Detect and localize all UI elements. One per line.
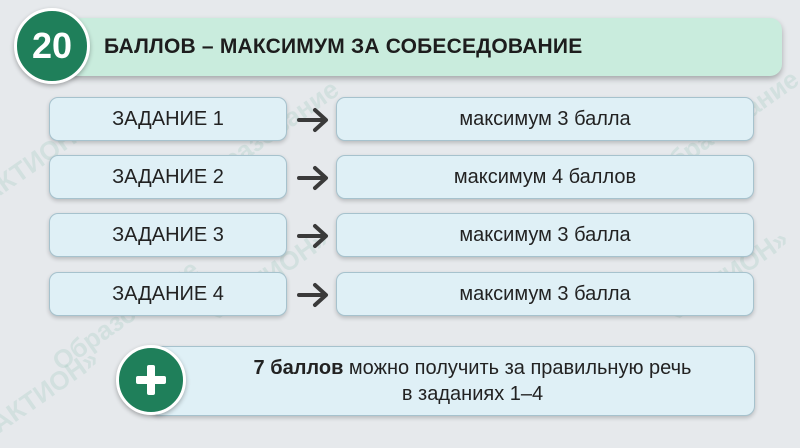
task-label-3: ЗАДАНИЕ 3: [49, 213, 287, 257]
watermark-brand-3: «АКТИОН»: [0, 343, 104, 447]
task-score-3: максимум 3 балла: [336, 213, 754, 257]
plus-icon: [116, 345, 186, 415]
bonus-text: можно получить за правильную речь: [343, 357, 692, 379]
bonus-line-2: в заданиях 1–4: [401, 383, 544, 405]
task-score-4: максимум 3 балла: [336, 272, 754, 316]
points-badge: 20: [14, 8, 90, 84]
page-title: БАЛЛОВ – МАКСИМУМ ЗА СОБЕСЕДОВАНИЕ: [104, 35, 583, 58]
right-arrow-icon: [297, 108, 328, 132]
task-score-2: максимум 4 баллов: [336, 155, 754, 199]
task-label-2: ЗАДАНИЕ 2: [49, 155, 287, 199]
task-label-1: ЗАДАНИЕ 1: [49, 97, 287, 141]
bonus-line-1: 7 баллов можно получить за правильную ре…: [191, 355, 754, 381]
header-banner: [64, 18, 782, 76]
task-row: ЗАДАНИЕ 1 максимум 3 балла: [0, 97, 800, 141]
task-row: ЗАДАНИЕ 3 максимум 3 балла: [0, 213, 800, 257]
bonus-note: 7 баллов можно получить за правильную ре…: [150, 346, 755, 416]
bonus-points: 7 баллов: [253, 357, 344, 379]
right-arrow-icon: [297, 283, 328, 307]
right-arrow-icon: [297, 166, 328, 190]
task-row: ЗАДАНИЕ 4 максимум 3 балла: [0, 272, 800, 316]
task-row: ЗАДАНИЕ 2 максимум 4 баллов: [0, 155, 800, 199]
task-score-1: максимум 3 балла: [336, 97, 754, 141]
task-label-4: ЗАДАНИЕ 4: [49, 272, 287, 316]
right-arrow-icon: [297, 224, 328, 248]
